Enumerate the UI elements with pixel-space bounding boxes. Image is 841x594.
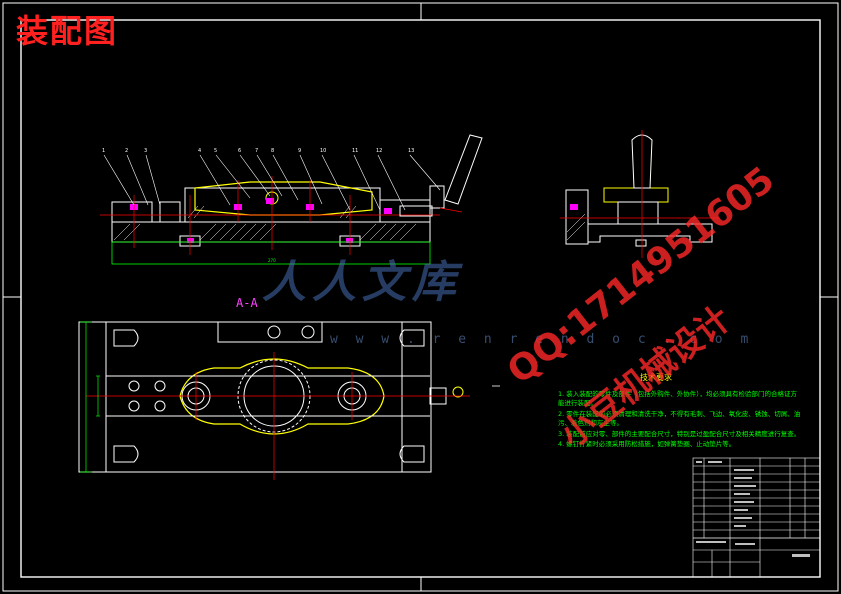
technical-requirement-line: 污、着色剂和灰尘等。 [558,419,623,427]
title-block [692,457,821,578]
balloon-number: 13 [408,148,415,154]
plan-dimensions [80,321,100,473]
balloon-number: 6 [238,148,242,154]
locating-block [159,201,181,223]
plan-centerlines [86,352,470,480]
front-hatching [113,223,417,241]
watermark-site-url: w w w . r e n r e n d o c . c o m [330,332,754,347]
balloon-number: 2 [125,148,129,154]
technical-requirement-line: 能进行装配。 [558,399,597,407]
plan-slots [113,329,425,463]
title-block-filler [696,461,810,557]
front-centerlines [100,176,440,255]
workpiece-plan [179,358,385,435]
balloon-number: 11 [352,148,359,154]
section-a-a-label: A-A [236,296,258,310]
technical-requirement-line: 1. 装入装配的零件及部件（包括外购件、外协件），均必须具有检验部门的合格证方 [558,390,798,398]
balloon-number: 5 [214,148,218,154]
side-base [587,223,713,243]
side-view [560,130,720,258]
drawing-title: 装配图 [16,12,119,50]
base-plate [111,221,431,243]
technical-requirement-line: 3. 装配前应对零、部件的主要配合尺寸，特别是过盈配合尺寸及相关精度进行复查。 [558,430,801,438]
side-handle [631,134,653,189]
leader-lines [103,154,441,211]
right-support [379,199,431,223]
balloon-number: 8 [271,148,275,154]
front-view: 270 [100,134,483,265]
clamp-body [184,187,381,223]
balloon-number: 10 [320,148,327,154]
technical-requirements-title: 技术要求 [640,373,672,382]
plan-view [78,321,500,480]
base-dimension-box [111,241,431,265]
clamp-lever [399,134,483,217]
frame-center-marks [3,3,838,591]
workpiece-front [194,181,373,216]
balloon-number: 4 [198,148,202,154]
technical-requirement-line: 4. 螺钉拧紧时必须采用防松措施，如弹簧垫圈、止动垫片等。 [558,440,736,448]
balloon-number: 1 [102,148,106,154]
balloon-number: 3 [144,148,148,154]
front-dimension-marks: 270 [268,258,276,263]
technical-requirement-line: 2. 零件在装配前必须清理和清洗干净，不得有毛刺、飞边、氧化皮、锈蚀、切屑、油 [558,410,801,418]
watermark-site-name: 人人文库 [262,257,462,308]
balloon-number: 7 [255,148,259,154]
svg-text:270: 270 [268,258,276,263]
balloon-number: 9 [298,148,302,154]
balloon-number: 12 [376,148,383,154]
